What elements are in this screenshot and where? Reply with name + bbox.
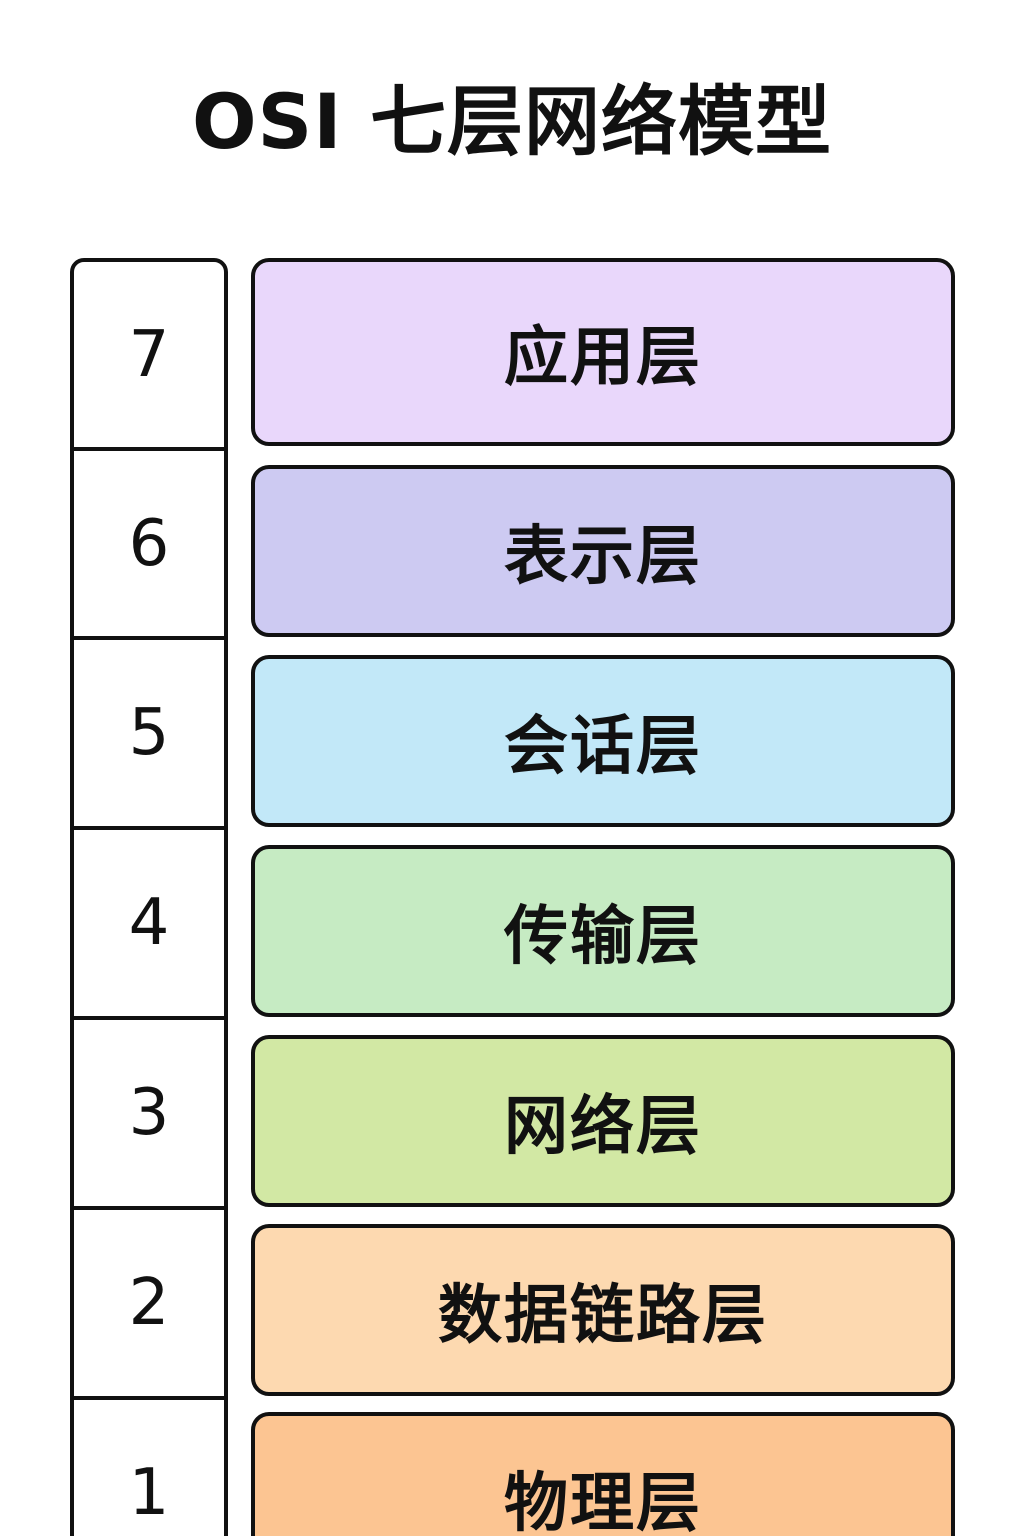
layer-number-5: 5 — [128, 696, 170, 770]
layer-box-data-link: 数据链路层 — [251, 1224, 955, 1396]
layer-number-divider — [74, 1396, 224, 1400]
layer-number-2: 2 — [128, 1266, 170, 1340]
layer-box-transport: 传输层 — [251, 845, 955, 1017]
layer-box-application: 应用层 — [251, 258, 955, 446]
layer-number-divider — [74, 1206, 224, 1210]
layer-box-presentation: 表示层 — [251, 465, 955, 637]
layer-number-divider — [74, 636, 224, 640]
layer-number-1: 1 — [128, 1456, 170, 1530]
layer-number-divider — [74, 826, 224, 830]
layer-box-session: 会话层 — [251, 655, 955, 827]
layer-box-physical: 物理层 — [251, 1412, 955, 1536]
layer-box-network: 网络层 — [251, 1035, 955, 1207]
layer-number-column: 7 6 5 4 3 2 1 — [70, 258, 228, 1536]
diagram-title: OSI 七层网络模型 — [191, 77, 833, 166]
layer-number-7: 7 — [128, 317, 170, 392]
layer-number-4: 4 — [128, 886, 170, 960]
layer-number-divider — [74, 1016, 224, 1020]
layer-number-3: 3 — [128, 1076, 170, 1150]
layer-number-divider — [74, 447, 224, 451]
layer-number-6: 6 — [128, 506, 170, 581]
